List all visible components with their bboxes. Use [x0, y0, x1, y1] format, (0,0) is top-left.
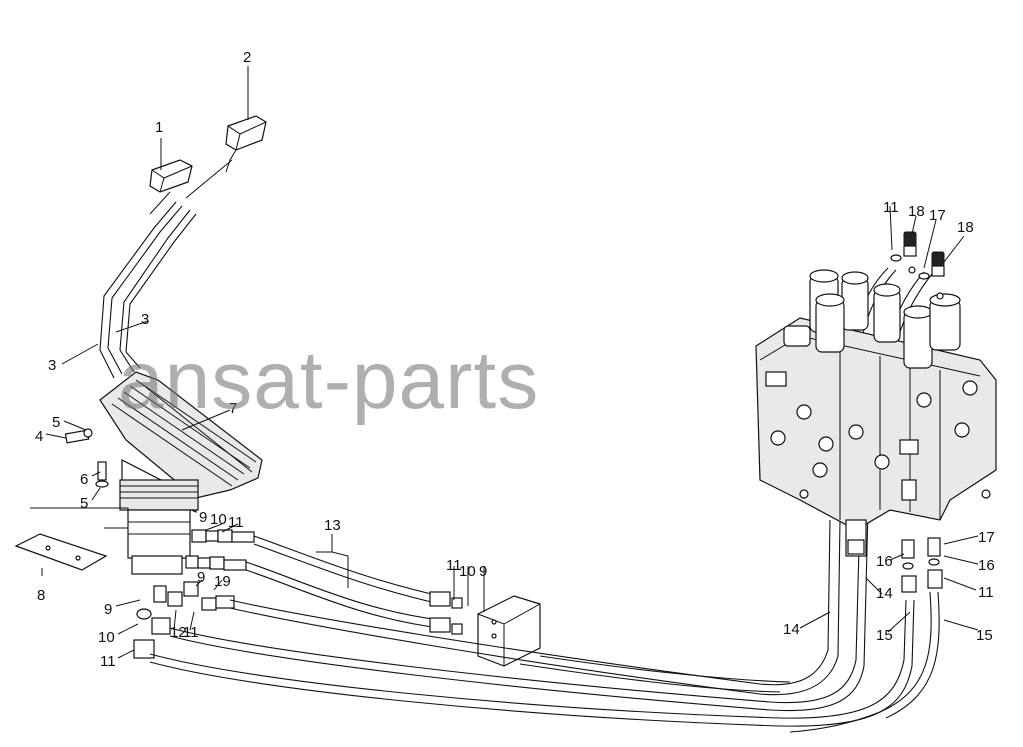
watermark: ansat-parts — [118, 335, 539, 426]
junction-block — [477, 595, 541, 667]
callout-14: 14 — [783, 621, 800, 638]
callout-9: 9 — [197, 569, 205, 586]
callout-11: 11 — [978, 584, 994, 601]
callout-11: 11 — [883, 199, 899, 216]
callout-7: 7 — [229, 400, 237, 417]
callout-17: 17 — [929, 207, 946, 224]
callout-3: 3 — [141, 311, 149, 328]
callout-6: 6 — [80, 471, 88, 488]
callout-14: 14 — [876, 585, 893, 602]
callout-18: 18 — [957, 219, 974, 236]
callout-15: 15 — [876, 627, 893, 644]
hose-13 — [245, 535, 463, 635]
callout-19: 19 — [214, 573, 231, 590]
callout-10: 10 — [459, 563, 476, 580]
foot-pedal — [99, 371, 263, 575]
callout-10: 10 — [98, 629, 115, 646]
callout-11: 11 — [446, 557, 462, 574]
callout-13: 13 — [324, 517, 341, 534]
callout-5: 5 — [80, 495, 88, 512]
callout-12: 12 — [170, 624, 187, 641]
valve-top-fittings — [890, 231, 945, 300]
callout-5: 5 — [52, 414, 60, 431]
callout-1: 1 — [155, 119, 163, 136]
callout-9: 9 — [479, 563, 487, 580]
callout-9: 9 — [104, 601, 112, 618]
callout-18: 18 — [908, 203, 925, 220]
callout-17: 17 — [978, 529, 995, 546]
callout-11: 11 — [228, 514, 244, 531]
callout-labels: 1 2 3 3 4 5 5 6 7 8 9 9 9 9 10 10 10 11 … — [35, 49, 995, 670]
handle-2 — [225, 115, 267, 173]
pedal-fittings — [133, 529, 255, 659]
callout-2: 2 — [243, 49, 251, 66]
valve-bottom-fittings — [901, 537, 943, 593]
callout-10: 10 — [210, 511, 227, 528]
mounting-bracket — [14, 507, 129, 571]
callout-3: 3 — [48, 357, 56, 374]
callout-11: 11 — [100, 653, 116, 670]
pedal-treads — [111, 379, 257, 487]
callout-16: 16 — [876, 553, 893, 570]
callout-9: 9 — [199, 509, 207, 526]
callout-8: 8 — [37, 587, 45, 604]
callout-4: 4 — [35, 428, 43, 445]
control-valve — [755, 269, 997, 557]
callout-16: 16 — [978, 557, 995, 574]
bolts — [64, 428, 109, 488]
callout-15: 15 — [976, 627, 993, 644]
handle-1 — [149, 159, 193, 193]
long-hoses — [149, 267, 940, 733]
callout-11: 11 — [183, 624, 199, 641]
leader-lines — [41, 66, 979, 659]
pilot-tubes — [99, 159, 233, 379]
